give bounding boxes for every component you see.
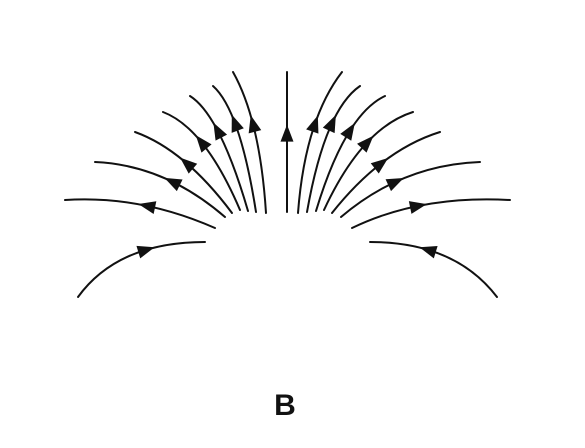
arrowhead <box>180 157 198 174</box>
field-lines-group <box>64 71 511 298</box>
arrowhead <box>370 157 389 174</box>
field-line <box>297 71 343 214</box>
arrowhead <box>136 245 155 259</box>
arrowhead <box>322 114 336 134</box>
arrowhead <box>164 177 183 192</box>
field-line <box>232 71 267 214</box>
field-line <box>64 198 216 229</box>
arrowhead <box>419 245 438 259</box>
figure-label: B <box>274 389 296 422</box>
field-line <box>323 111 414 211</box>
arrowhead <box>231 114 244 133</box>
arrowhead <box>248 115 262 134</box>
arrowhead <box>357 135 374 153</box>
field-line <box>94 161 226 218</box>
arrowhead <box>408 201 427 214</box>
field-line <box>351 198 511 229</box>
arrowhead <box>280 124 294 142</box>
arrowhead <box>385 178 404 192</box>
arrowhead <box>306 115 319 134</box>
field-line <box>189 95 249 212</box>
field-line <box>331 131 441 214</box>
field-line <box>162 111 241 211</box>
field-line <box>369 241 498 298</box>
field-line <box>306 85 361 213</box>
arrowhead <box>213 122 228 141</box>
arrowhead <box>138 201 157 214</box>
field-line <box>212 85 257 213</box>
arrowhead <box>195 135 212 153</box>
field-line <box>77 241 206 298</box>
arrowhead <box>340 122 355 141</box>
field-line <box>340 161 481 218</box>
